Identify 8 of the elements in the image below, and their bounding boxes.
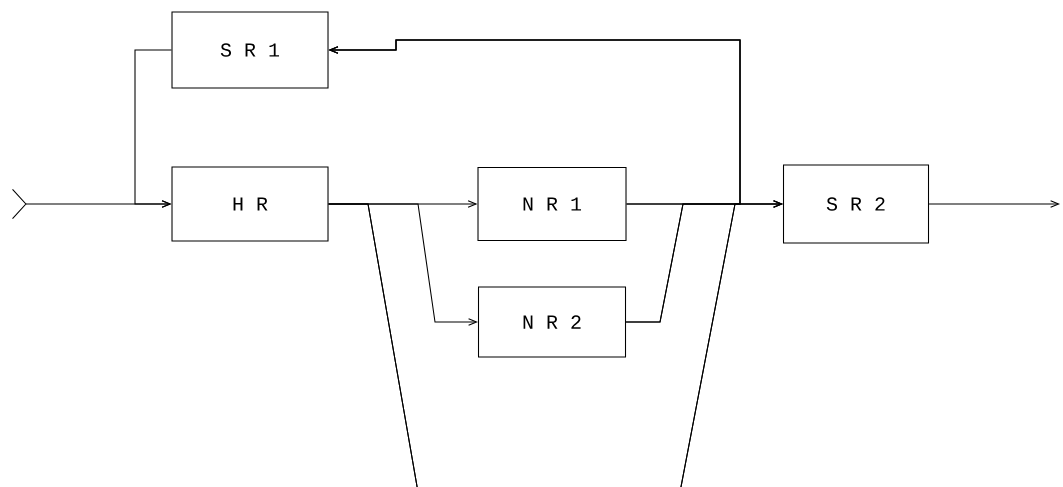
process-box: N R 1 xyxy=(477,166,627,242)
process-box: H R xyxy=(171,166,329,242)
process-box: S R 2 xyxy=(782,164,930,244)
process-box: S R 1 xyxy=(171,11,329,89)
arrow xyxy=(134,49,172,208)
arrow xyxy=(328,39,741,487)
process-box: N R 2 xyxy=(477,286,627,358)
arrow xyxy=(928,200,1060,208)
